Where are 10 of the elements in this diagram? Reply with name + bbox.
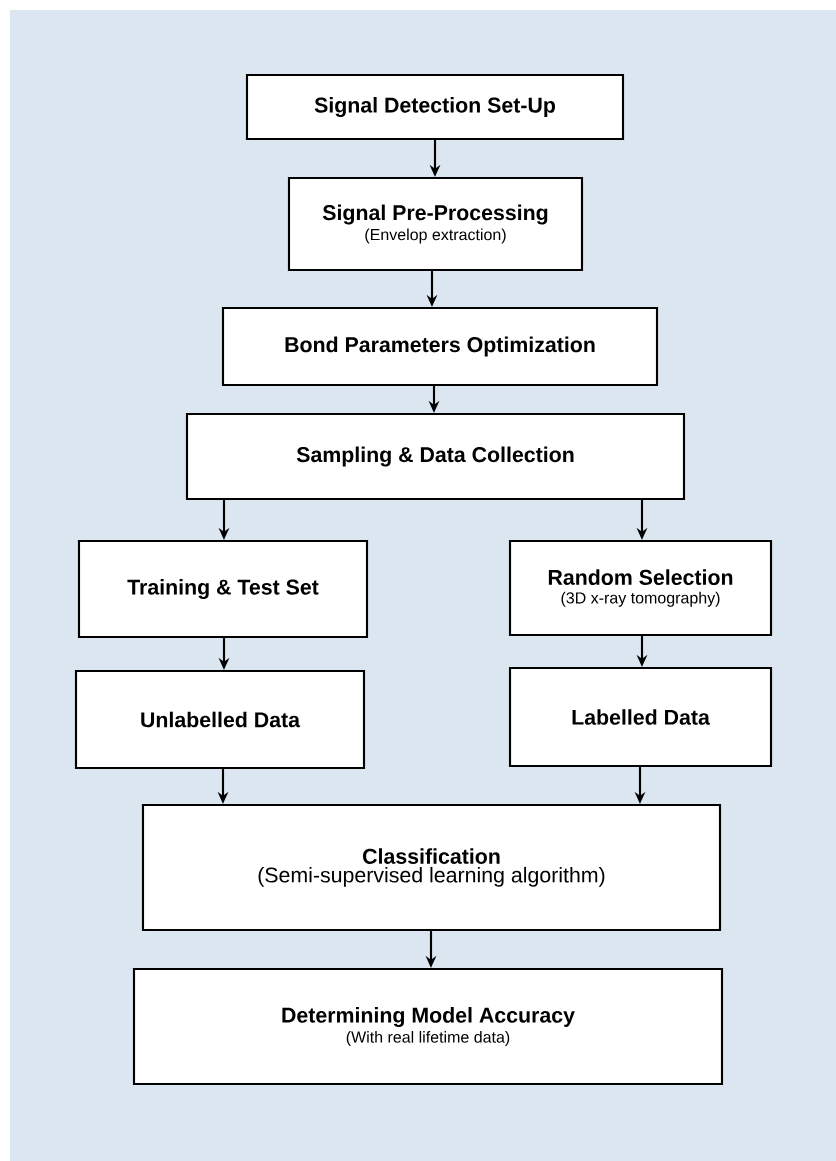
process-box: Training & Test Set	[77, 539, 369, 639]
process-box: Unlabelled Data	[74, 669, 366, 770]
process-box: Labelled Data	[508, 666, 773, 768]
process-box: Classification (Semi-supervised learning algorithm)	[141, 803, 722, 932]
process-box: Signal Pre-Processing (Envelop extraction)	[287, 176, 584, 272]
process-box: Sampling & Data Collection	[185, 412, 686, 501]
process-box: Bond Parameters Optimization	[221, 306, 659, 387]
process-box: Signal Detection Set-Up	[245, 73, 625, 141]
process-box: Determining Model Accuracy (With real lifetime data)	[132, 967, 724, 1086]
process-box: Random Selection (3D x-ray tomography)	[508, 539, 773, 637]
